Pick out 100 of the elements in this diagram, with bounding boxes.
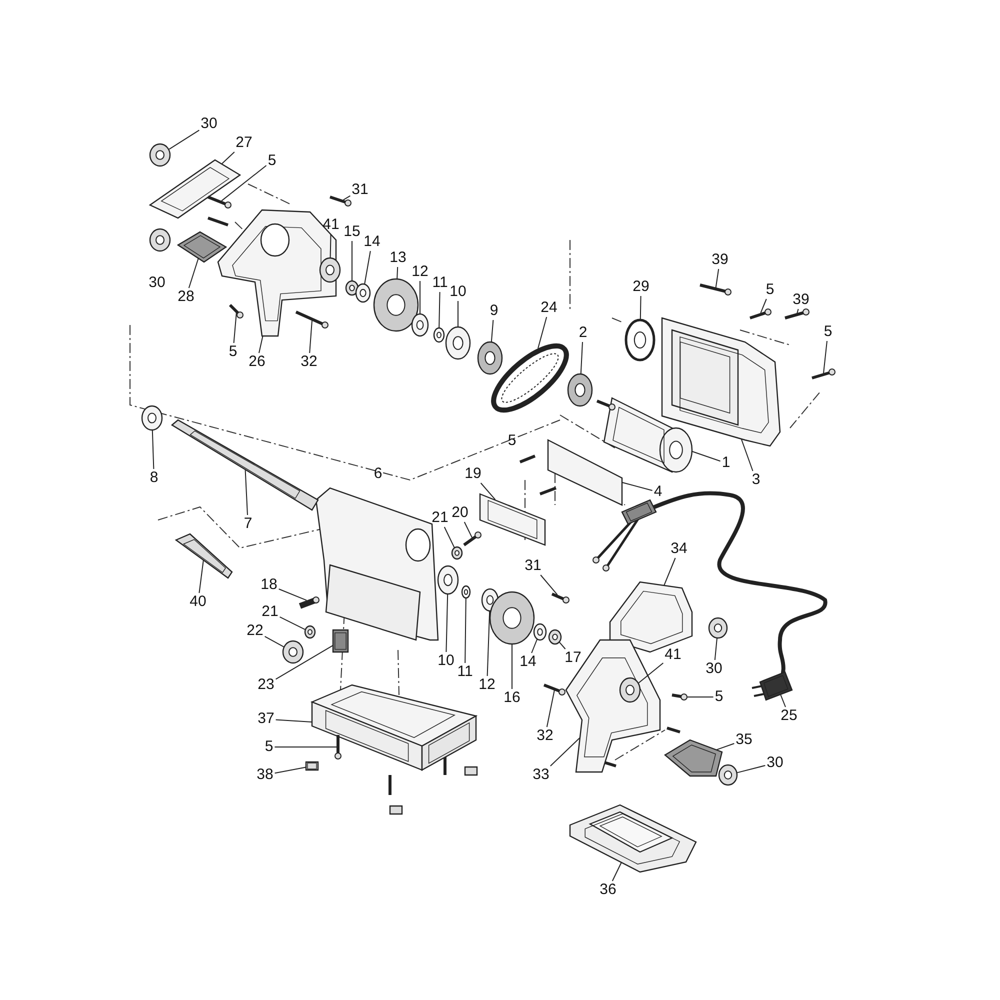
leader-line	[640, 296, 642, 320]
leader-line	[396, 266, 398, 279]
leader-line	[168, 130, 200, 150]
pulley	[567, 373, 593, 407]
callout-number: 30	[148, 275, 166, 291]
callout-number: 5	[508, 433, 516, 449]
leader-line	[188, 258, 199, 288]
screw	[334, 735, 342, 760]
leader-line	[444, 526, 455, 548]
grinding-wheel	[489, 591, 535, 645]
leader-line	[622, 482, 653, 491]
switch-plate	[479, 493, 546, 546]
callout-number: 5	[228, 344, 238, 360]
callout-number: 30	[200, 116, 218, 132]
leader-line	[686, 696, 714, 698]
leader-line	[490, 320, 494, 342]
callout-number: 31	[352, 182, 368, 198]
callout-number: 5	[714, 689, 724, 705]
callout-number: 13	[390, 250, 406, 266]
leader-line	[664, 558, 676, 586]
callout-number: 30	[766, 755, 784, 771]
leader-line	[796, 308, 799, 314]
callout-number: 21	[432, 510, 448, 526]
knob	[149, 228, 171, 252]
screw	[330, 196, 352, 206]
leader-line	[714, 638, 718, 660]
leader-line	[716, 743, 735, 750]
leader-line	[152, 430, 154, 470]
small-block	[305, 761, 319, 771]
callout-number: 5	[766, 282, 774, 298]
callout-number: 9	[490, 303, 498, 319]
tapered-spindle	[174, 533, 233, 579]
motor	[596, 397, 693, 473]
callout-number: 14	[364, 234, 380, 250]
leader-line	[221, 165, 267, 202]
knob	[718, 764, 738, 786]
leader-line	[612, 862, 622, 882]
leader-line	[274, 766, 306, 774]
screw	[812, 368, 836, 380]
callout-number: 11	[457, 664, 473, 680]
callout-number: 18	[260, 577, 278, 593]
leader-line	[464, 598, 466, 664]
threaded-hub	[619, 677, 641, 703]
callout-number: 35	[736, 732, 752, 748]
leader-line	[580, 342, 583, 374]
callout-number: 10	[450, 284, 466, 300]
leader-line	[546, 690, 555, 728]
leader-line	[275, 719, 312, 722]
callout-number: 30	[706, 661, 722, 677]
washer	[355, 283, 371, 303]
callout-number: 32	[300, 354, 318, 370]
leader-line	[638, 662, 664, 684]
screw	[463, 532, 482, 546]
callout-number: 1	[722, 455, 730, 471]
leader-line	[558, 642, 566, 650]
callout-number: 17	[564, 650, 582, 666]
leader-line	[244, 470, 248, 516]
leader-line	[274, 746, 338, 748]
leader-line	[446, 594, 448, 652]
callout-number: 32	[536, 728, 554, 744]
callout-number: 12	[412, 264, 428, 280]
screw	[295, 310, 328, 328]
motor-housing	[661, 317, 781, 447]
callout-number: 22	[246, 623, 264, 639]
callout-number: 23	[258, 677, 274, 693]
switch	[332, 629, 349, 653]
washer	[141, 405, 163, 431]
leader-line	[264, 636, 284, 648]
retaining-clip	[461, 585, 471, 599]
leader-line	[464, 522, 473, 538]
leader-line	[715, 268, 720, 288]
callout-number: 11	[432, 275, 448, 291]
callout-number: 24	[540, 300, 558, 316]
callout-number: 25	[780, 708, 798, 724]
leader-line	[438, 292, 440, 328]
leader-line	[741, 439, 754, 472]
drive-belt	[491, 344, 569, 412]
leader-line	[823, 340, 828, 374]
leader-line	[258, 336, 264, 354]
callout-number: 21	[262, 604, 278, 620]
leader-line	[480, 482, 496, 500]
pin	[298, 596, 320, 609]
callout-number: 39	[792, 292, 810, 308]
leader-line	[233, 312, 237, 344]
screw	[784, 308, 810, 320]
motor-bracket	[547, 439, 623, 506]
leader-line	[309, 320, 312, 354]
leader-line	[275, 645, 334, 680]
callout-number: 3	[752, 472, 760, 488]
callout-number: 19	[464, 466, 482, 482]
callout-number: 4	[654, 484, 662, 500]
callout-number: 14	[520, 654, 536, 670]
leader-line	[279, 616, 306, 630]
callout-number: 41	[322, 217, 340, 233]
threaded-hub	[319, 257, 341, 283]
callout-number: 40	[190, 594, 206, 610]
callout-number: 26	[248, 354, 266, 370]
bearing	[437, 565, 459, 595]
knob	[149, 143, 171, 167]
screw	[551, 592, 570, 604]
